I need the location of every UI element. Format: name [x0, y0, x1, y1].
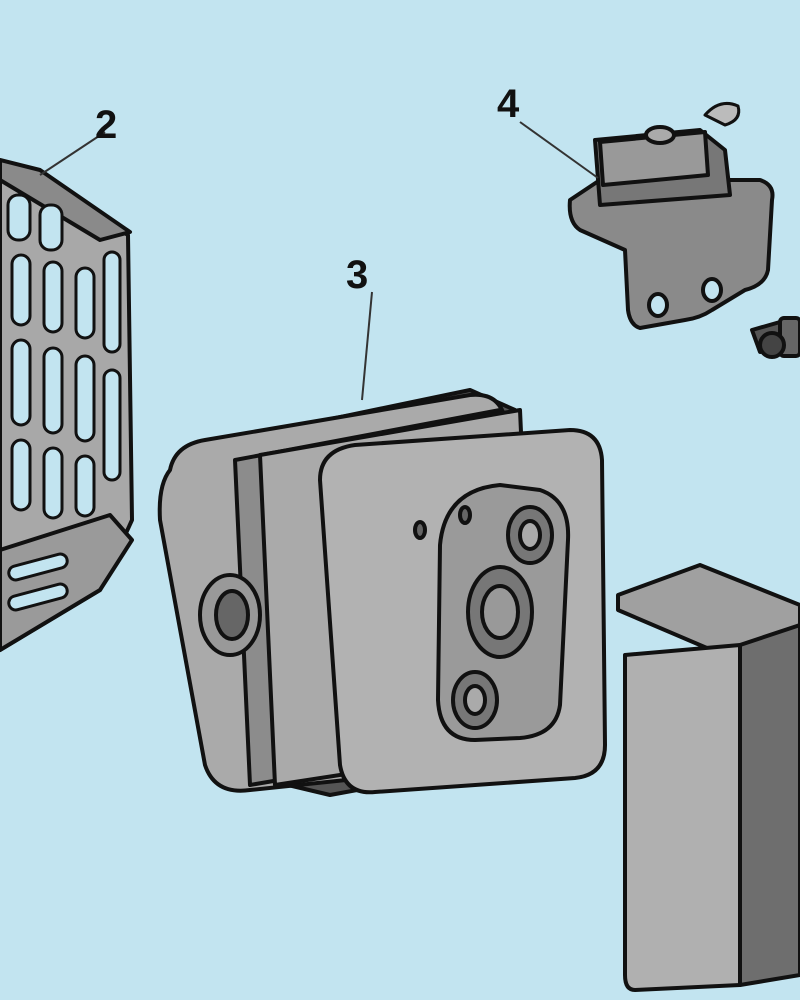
leader-line-2: [39, 131, 106, 176]
callout-part-4: 4: [497, 82, 520, 126]
leader-line-4: [519, 121, 599, 179]
callout-part-2: 2: [95, 103, 118, 147]
heat-shield-panel: [616, 563, 800, 992]
callout-part-3: 3: [346, 253, 369, 297]
part-2-muffler-guard: [0, 158, 134, 652]
part-4-bracket: [567, 102, 800, 359]
leader-line-3: [361, 291, 373, 401]
part-3-muffler: [157, 388, 607, 797]
